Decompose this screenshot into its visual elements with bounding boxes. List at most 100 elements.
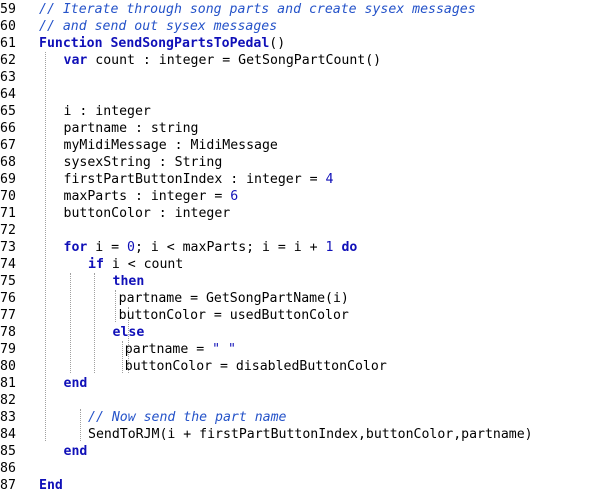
code-line[interactable]: 60// and send out sysex messages	[0, 18, 616, 35]
line-number: 62	[0, 53, 16, 68]
code-text: var count : integer = GetSongPartCount()	[64, 52, 382, 69]
keyword-token: else	[112, 325, 145, 340]
code-token: buttonColor = usedButtonColor	[118, 308, 349, 323]
code-token: SendToRJM(i + firstPartButtonIndex,butto…	[88, 427, 533, 442]
line-number: 84	[0, 427, 16, 442]
indent-guide	[122, 341, 123, 373]
code-line[interactable]: 75 then	[0, 273, 616, 290]
line-number: 64	[0, 87, 16, 102]
line-number: 66	[0, 121, 16, 136]
code-token: ; i < maxParts; i = i +	[134, 240, 326, 255]
indent-guide	[128, 307, 129, 373]
code-line[interactable]: 65 i : integer	[0, 103, 616, 120]
code-line[interactable]: 82	[0, 392, 616, 409]
code-text: partname = GetSongPartName(i)	[119, 290, 349, 307]
comment-token: // Iterate through song parts and create…	[39, 2, 476, 17]
code-text: buttonColor : integer	[64, 205, 231, 222]
code-line[interactable]: 70 maxParts : integer = 6	[0, 188, 616, 205]
line-number: 80	[0, 359, 16, 374]
code-text: else	[113, 324, 145, 341]
code-line[interactable]: 68 sysexString : String	[0, 154, 616, 171]
code-token: buttonColor : integer	[63, 206, 231, 221]
comment-token: // Now send the part name	[88, 410, 287, 425]
code-text: i : integer	[64, 103, 151, 120]
keyword-token: end	[63, 444, 88, 459]
line-number: 75	[0, 274, 16, 289]
keyword-token: end	[63, 376, 88, 391]
line-number: 79	[0, 342, 16, 357]
code-text: myMidiMessage : MidiMessage	[64, 137, 278, 154]
code-token: sysexString : String	[63, 155, 223, 170]
number-token: 1	[325, 240, 334, 255]
code-line[interactable]: 66 partname : string	[0, 120, 616, 137]
line-number: 76	[0, 291, 16, 306]
code-line[interactable]: 86	[0, 460, 616, 477]
code-token: i < count	[103, 257, 184, 272]
code-text: buttonColor = usedButtonColor	[119, 307, 349, 324]
line-number: 63	[0, 70, 16, 85]
code-line[interactable]: 72	[0, 222, 616, 239]
code-token: firstPartButtonIndex : integer =	[63, 172, 326, 187]
number-token: 6	[230, 189, 239, 204]
keyword-token: do	[341, 240, 358, 255]
code-line[interactable]: 76 partname = GetSongPartName(i)	[0, 290, 616, 307]
code-token: myMidiMessage : MidiMessage	[63, 138, 278, 153]
line-number: 60	[0, 19, 16, 34]
keyword-token: if	[88, 257, 104, 272]
code-text: end	[64, 443, 88, 460]
line-number: 81	[0, 376, 16, 391]
string-token: " "	[212, 342, 236, 357]
keyword-token: Function	[39, 36, 103, 51]
line-number: 78	[0, 325, 16, 340]
code-text: for i = 0; i < maxParts; i = i + 1 do	[64, 239, 358, 256]
code-text: then	[113, 273, 145, 290]
code-text: end	[64, 375, 88, 392]
line-number: 83	[0, 410, 16, 425]
code-text: maxParts : integer = 6	[64, 188, 239, 205]
code-token: i =	[87, 240, 128, 255]
code-text: SendToRJM(i + firstPartButtonIndex,butto…	[88, 426, 533, 443]
code-line[interactable]: 83 // Now send the part name	[0, 409, 616, 426]
code-text: // Now send the part name	[88, 409, 287, 426]
code-line[interactable]: 81 end	[0, 375, 616, 392]
code-line[interactable]: 87 End	[0, 477, 616, 494]
code-line[interactable]: 64	[0, 86, 616, 103]
indent-guide	[80, 409, 81, 441]
code-line[interactable]: 69 firstPartButtonIndex : integer = 4	[0, 171, 616, 188]
line-number: 87	[0, 478, 16, 493]
line-number: 72	[0, 223, 16, 238]
code-line[interactable]: 63	[0, 69, 616, 86]
code-text: End	[39, 477, 63, 494]
number-token: 4	[325, 172, 334, 187]
keyword-token: var	[63, 53, 88, 68]
keyword-token: End	[39, 478, 63, 493]
code-text: sysexString : String	[64, 154, 223, 171]
code-line[interactable]: 78 else	[0, 324, 616, 341]
line-number: 69	[0, 172, 16, 187]
indent-guide	[115, 290, 116, 322]
code-line[interactable]: 59// Iterate through song parts and crea…	[0, 1, 616, 18]
line-number: 70	[0, 189, 16, 204]
code-text: firstPartButtonIndex : integer = 4	[64, 171, 334, 188]
line-number: 65	[0, 104, 16, 119]
code-token: count : integer = GetSongPartCount()	[87, 53, 382, 68]
code-token: partname : string	[63, 121, 199, 136]
code-line[interactable]: 62 var count : integer = GetSongPartCount…	[0, 52, 616, 69]
number-token: 0	[127, 240, 135, 255]
code-line[interactable]: 84 SendToRJM(i + firstPartButtonIndex,but…	[0, 426, 616, 443]
indent-guide	[94, 273, 95, 373]
keyword-token: then	[112, 274, 145, 289]
code-text: Function SendSongPartsToPedal()	[39, 35, 285, 52]
line-number: 68	[0, 155, 16, 170]
line-number: 86	[0, 461, 16, 476]
